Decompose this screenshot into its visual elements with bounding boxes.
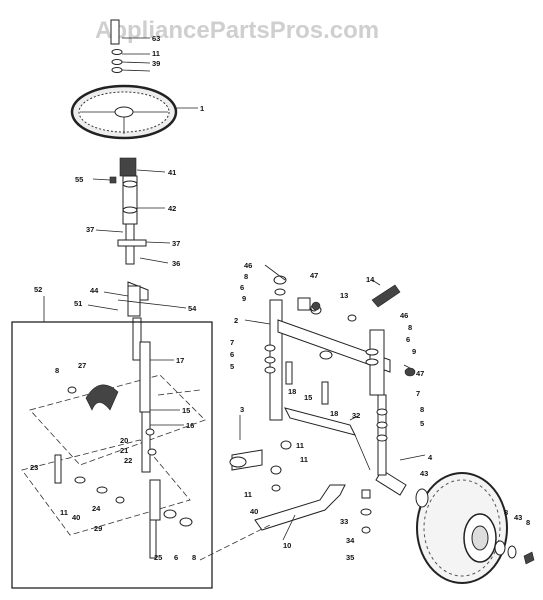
callout-label: 6 [240, 283, 244, 292]
callout-label: 8 [192, 553, 196, 562]
washer-part [111, 49, 123, 55]
callout-label: 39 [152, 59, 160, 68]
callout-label: 27 [78, 361, 86, 370]
callout-label: 11 [296, 441, 304, 450]
callout-label: 24 [92, 504, 101, 513]
callout-label: 42 [168, 204, 176, 213]
callout-label: 13 [340, 291, 348, 300]
callout-label: 32 [352, 411, 360, 420]
callout-label: 23 [30, 463, 38, 472]
bolt-part [371, 284, 401, 308]
callout-label: 18 [330, 409, 338, 418]
callout-label: 37 [86, 225, 94, 234]
callout-label: 41 [168, 168, 176, 177]
callout-label: 2 [234, 316, 238, 325]
spline-adapter-part [119, 157, 137, 177]
callout-label: 5 [230, 362, 234, 371]
leader-lines [43, 37, 426, 541]
callout-label: 1 [200, 104, 204, 113]
callout-label: 25 [154, 553, 162, 562]
callout-label: 44 [90, 286, 99, 295]
callout-label: 11 [244, 490, 252, 499]
callout-label: 37 [172, 239, 180, 248]
pinion-shaft-part [139, 341, 151, 413]
callout-label: 14 [366, 275, 375, 284]
callout-label: 11 [60, 508, 68, 517]
drag-link-part [254, 484, 346, 531]
callout-label: 6 [406, 335, 410, 344]
callout-label: 35 [346, 553, 354, 562]
callout-label: 21 [120, 446, 128, 455]
callout-label: 11 [152, 49, 160, 58]
sector-gear-part [85, 384, 119, 411]
callout-label: 9 [242, 294, 246, 303]
callout-label: 3 [240, 405, 244, 414]
steering-gear-inset [11, 321, 213, 589]
callout-label: 47 [416, 369, 424, 378]
callout-label: 15 [304, 393, 312, 402]
axle-bar-part [277, 319, 391, 373]
callout-label: 7 [416, 389, 420, 398]
watermark-text: AppliancePartsPros.com [95, 17, 379, 44]
connector-line [157, 389, 201, 396]
callout-label: 8 [526, 518, 530, 527]
callout-label: 18 [288, 387, 296, 396]
callout-label: 4 [428, 453, 433, 462]
steering-wheel-part [70, 84, 178, 140]
callout-label: 15 [182, 406, 190, 415]
callout-label: 52 [34, 285, 42, 294]
front-wheel-part [415, 472, 535, 584]
callout-label: 22 [124, 456, 132, 465]
steering-column-lower-part [132, 317, 142, 361]
callout-label: 43 [420, 469, 428, 478]
callout-label: 47 [310, 271, 318, 280]
callout-label: 55 [75, 175, 83, 184]
callout-label: 20 [120, 436, 128, 445]
callout-label: 10 [283, 541, 291, 550]
steering-column-group [70, 19, 178, 361]
callout-label: 54 [188, 304, 197, 313]
inset-frame [11, 321, 213, 589]
washer-part [111, 67, 123, 73]
callout-label: 8 [420, 405, 424, 414]
callout-labels: 63 11 39 1 41 55 42 37 37 36 44 52 51 54… [30, 34, 530, 562]
callout-label: 6 [230, 350, 234, 359]
callout-label: 36 [172, 259, 180, 268]
front-axle-linkage-group [229, 275, 416, 534]
tie-rod-part [284, 407, 356, 436]
bolt-part [109, 176, 117, 184]
callout-label: 16 [186, 421, 194, 430]
callout-label: 43 [514, 513, 522, 522]
callout-label: 8 [55, 366, 59, 375]
callout-label: 8 [504, 508, 508, 517]
callout-label: 33 [340, 517, 348, 526]
connector-line [199, 524, 271, 561]
callout-label: 63 [152, 34, 160, 43]
callout-label: 5 [420, 419, 424, 428]
callout-label: 40 [72, 513, 80, 522]
callout-label: 7 [230, 338, 234, 347]
washer-part [111, 59, 123, 65]
callout-label: 6 [174, 553, 178, 562]
callout-label: 8 [244, 272, 248, 281]
callout-label: 46 [400, 311, 408, 320]
callout-label: 29 [94, 524, 102, 533]
callout-label: 46 [244, 261, 252, 270]
callout-label: 8 [408, 323, 412, 332]
callout-label: 17 [176, 356, 184, 365]
callout-label: 34 [346, 536, 355, 545]
callout-label: 11 [300, 455, 308, 464]
callout-label: 40 [250, 507, 258, 516]
callout-label: 9 [412, 347, 416, 356]
steering-cap-part [110, 19, 120, 45]
callout-label: 51 [74, 299, 82, 308]
